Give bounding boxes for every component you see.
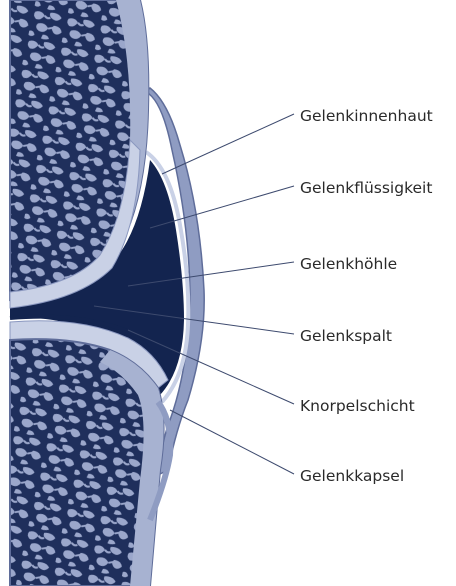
- label-joint-capsule: Gelenkkapsel: [300, 467, 404, 485]
- label-joint-cavity: Gelenkhöhle: [300, 255, 397, 273]
- label-synovial-fluid: Gelenkflüssigkeit: [300, 179, 432, 197]
- label-cartilage-layer: Knorpelschicht: [300, 397, 415, 415]
- label-synovial-membrane: Gelenkinnenhaut: [300, 107, 433, 125]
- leader-synovial-membrane: [162, 114, 294, 174]
- label-joint-space: Gelenkspalt: [300, 327, 392, 345]
- leader-joint-capsule: [170, 410, 294, 474]
